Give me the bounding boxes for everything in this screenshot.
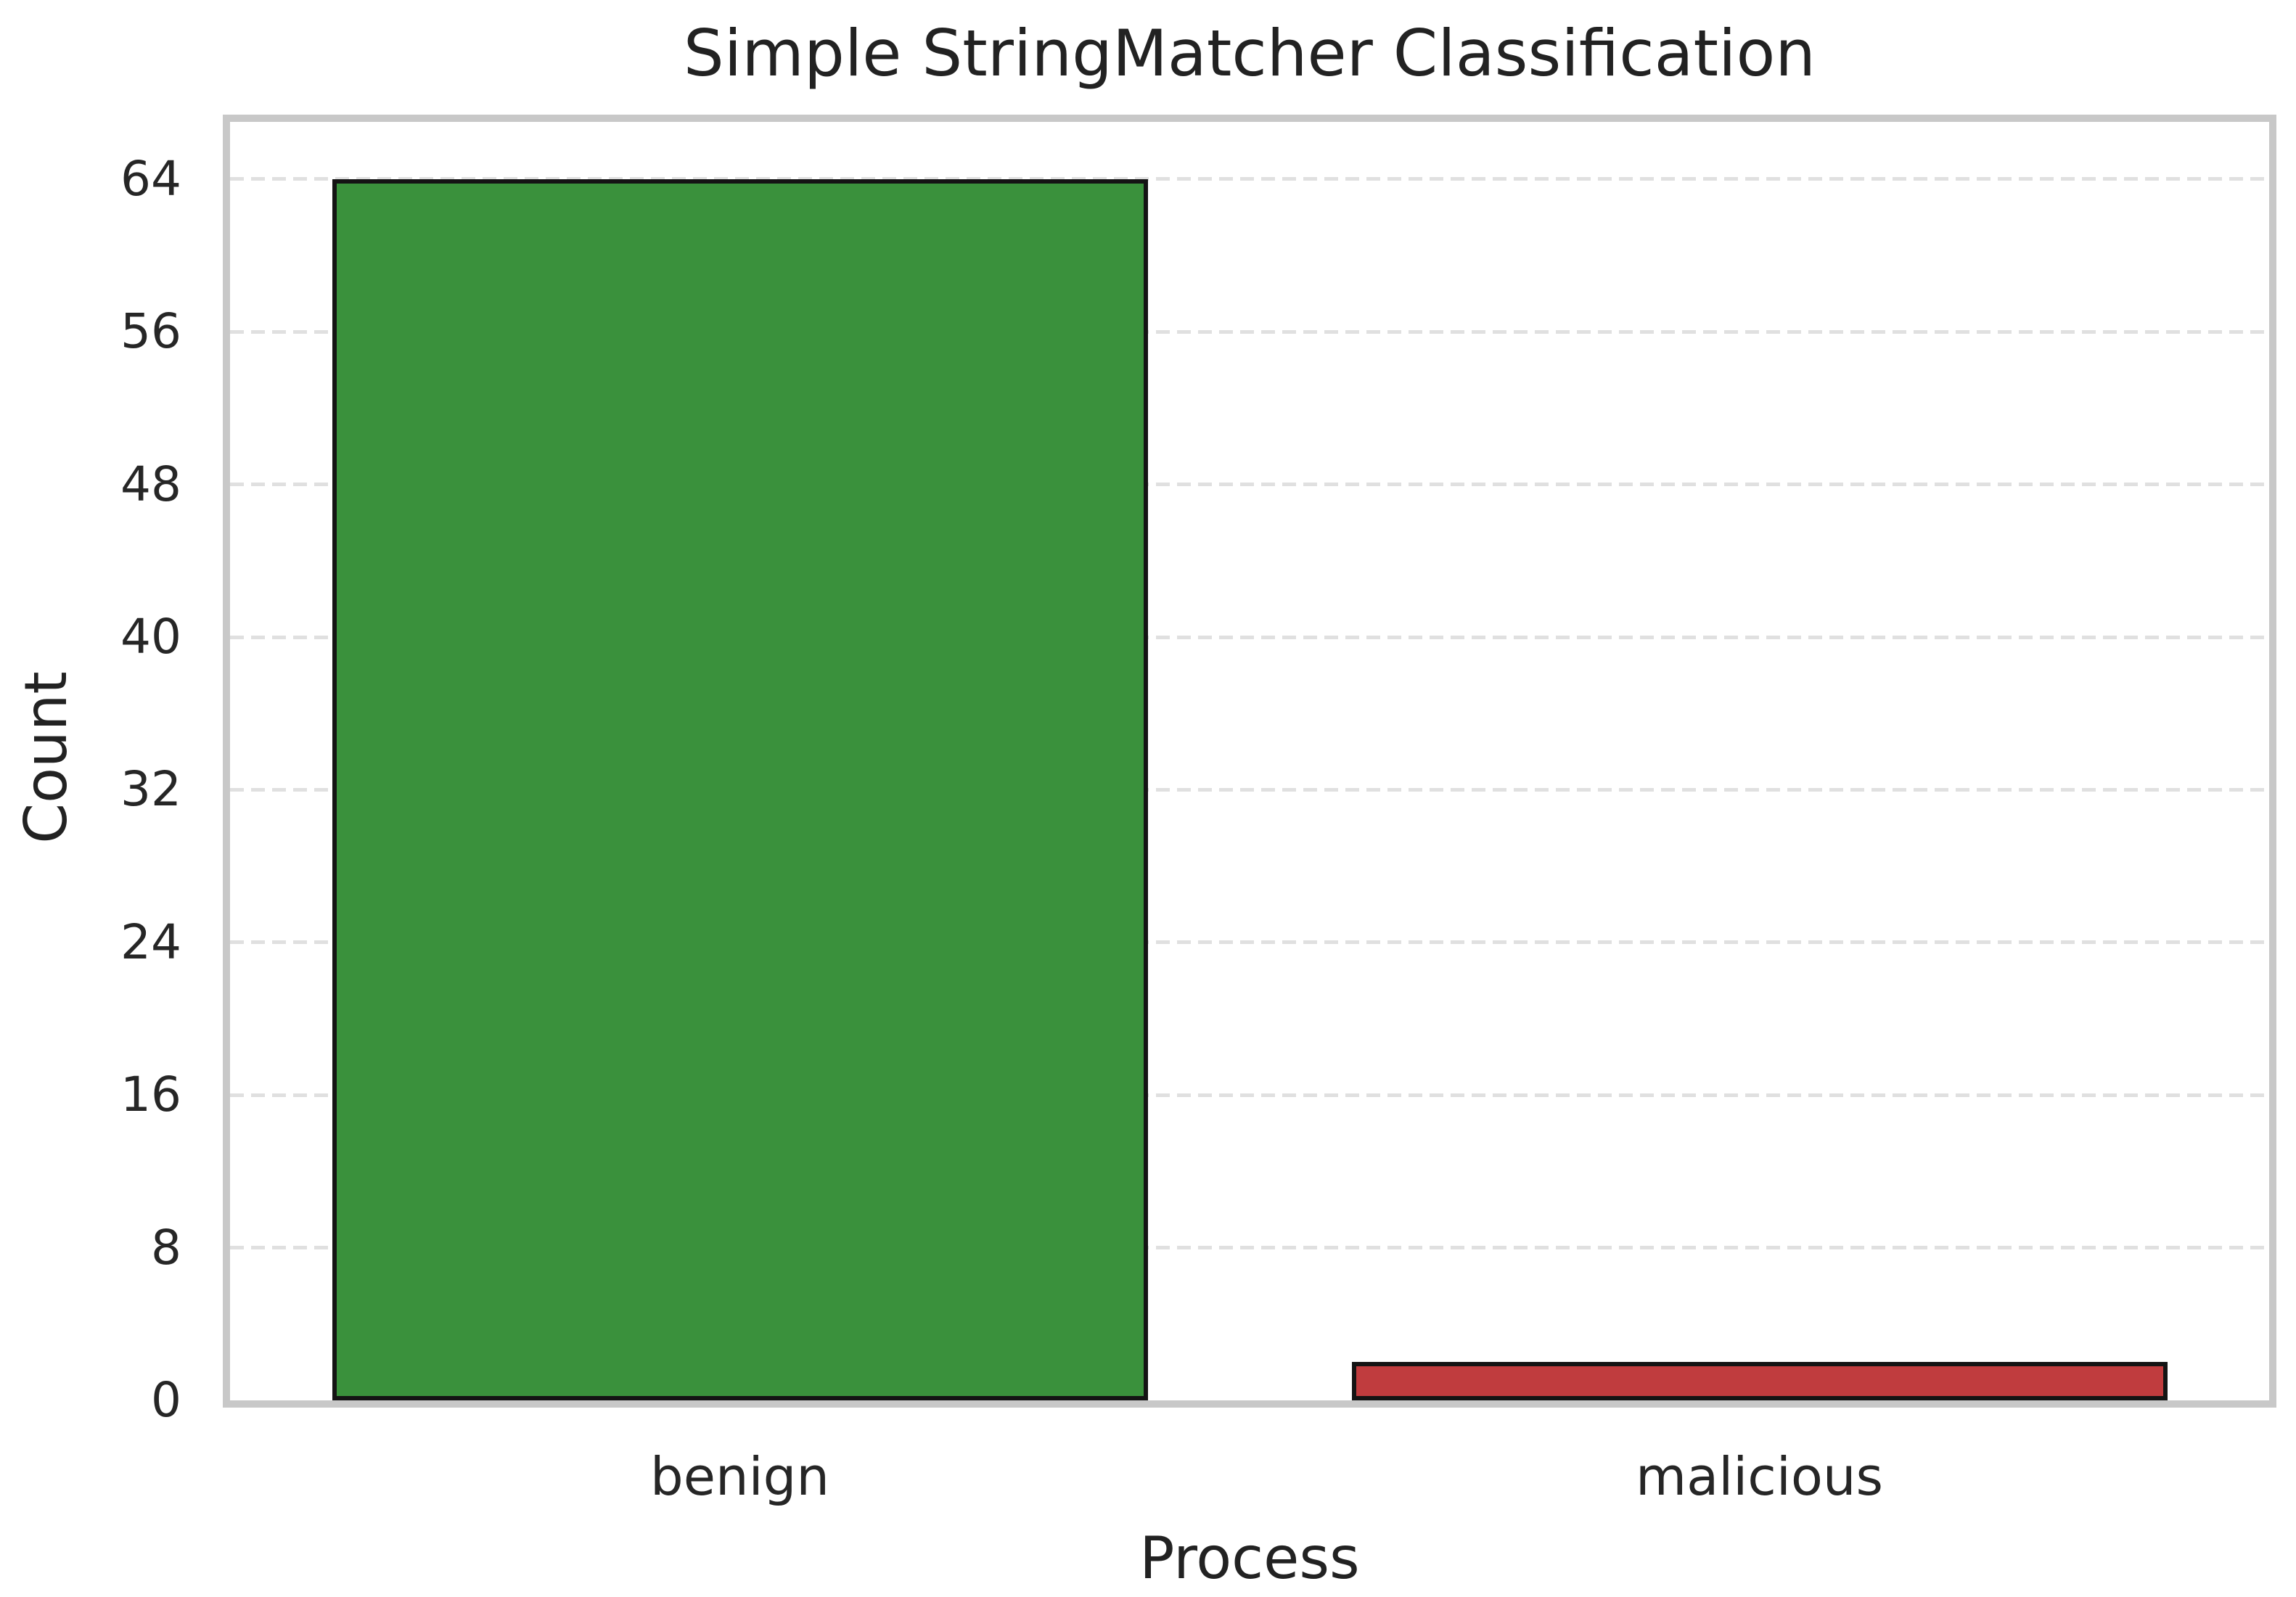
y-axis-label: Count bbox=[12, 671, 80, 844]
ytick-label-48: 48 bbox=[120, 456, 181, 512]
bar-malicious bbox=[1351, 1362, 2168, 1400]
gridline-y-16 bbox=[230, 1093, 2269, 1097]
ytick-label-56: 56 bbox=[120, 303, 181, 360]
ytick-label-24: 24 bbox=[120, 914, 181, 970]
bar-benign bbox=[332, 178, 1148, 1400]
ytick-label-32: 32 bbox=[120, 761, 181, 818]
xtick-label-benign: benign bbox=[650, 1446, 829, 1507]
chart-title: Simple StringMatcher Classification bbox=[683, 16, 1816, 91]
gridline-y-32 bbox=[230, 787, 2269, 792]
ytick-label-64: 64 bbox=[120, 150, 181, 207]
gridline-y-8 bbox=[230, 1246, 2269, 1250]
ytick-label-8: 8 bbox=[151, 1219, 181, 1276]
xtick-label-malicious: malicious bbox=[1635, 1446, 1884, 1507]
gridline-y-56 bbox=[230, 329, 2269, 334]
x-axis-label: Process bbox=[1139, 1524, 1360, 1592]
ytick-label-0: 0 bbox=[151, 1372, 181, 1428]
gridline-y-64 bbox=[230, 177, 2269, 181]
ytick-label-40: 40 bbox=[120, 609, 181, 665]
gridline-y-48 bbox=[230, 483, 2269, 487]
gridline-y-24 bbox=[230, 940, 2269, 945]
plot-area bbox=[223, 115, 2276, 1408]
gridline-y-40 bbox=[230, 635, 2269, 639]
ytick-label-16: 16 bbox=[120, 1067, 181, 1123]
